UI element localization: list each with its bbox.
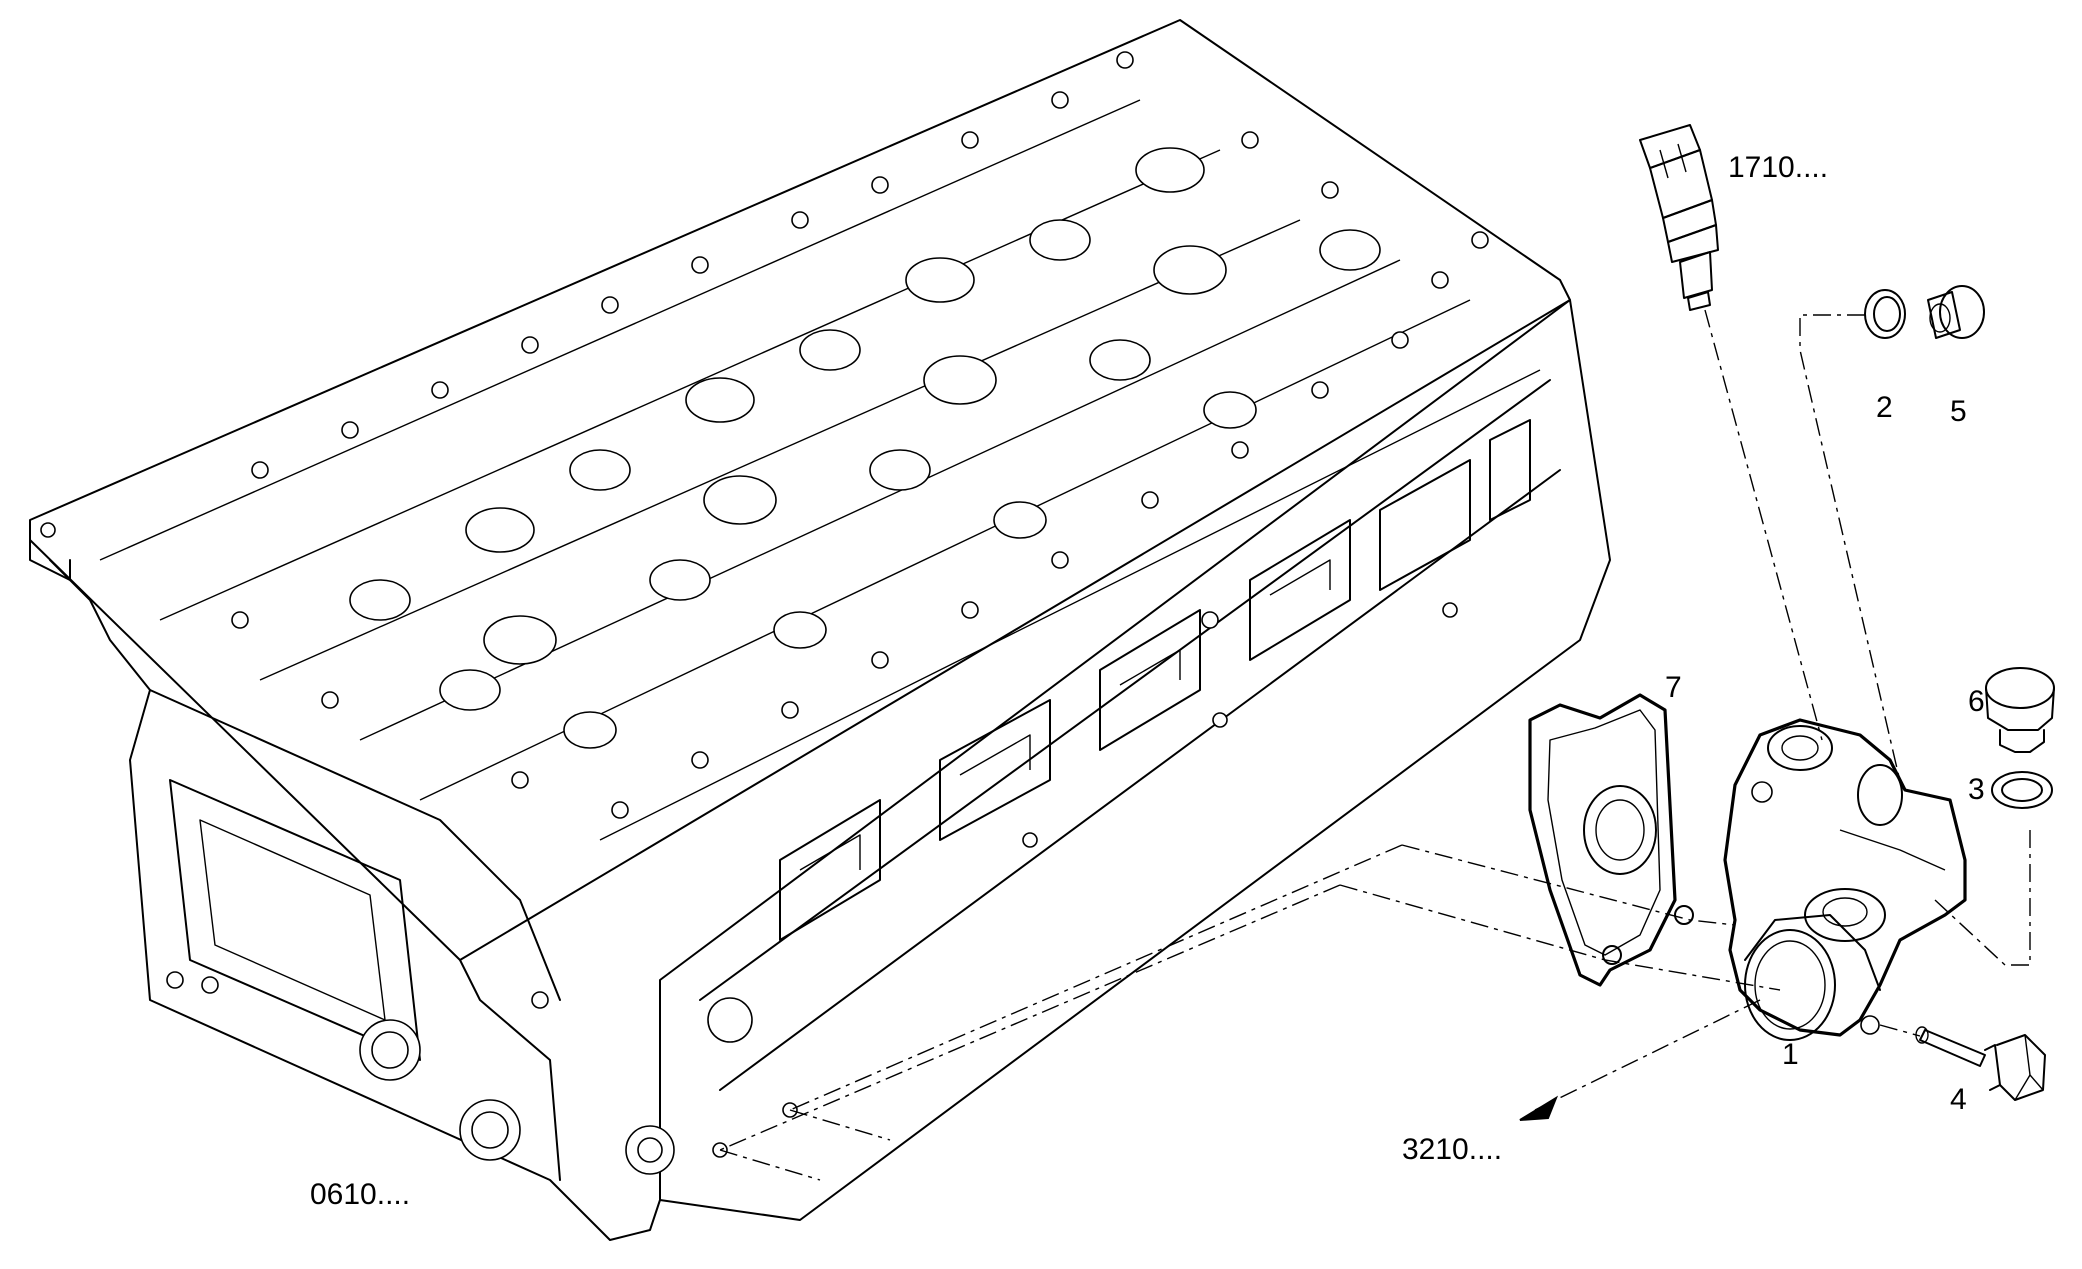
deck-bolt-holes: [231, 51, 1489, 848]
bolt: [1915, 1026, 2046, 1101]
plug-small: [1927, 285, 1985, 339]
side-ports: [779, 419, 1531, 941]
washer-small: [1864, 289, 1906, 339]
callout-bolt: 4: [1950, 1083, 1967, 1116]
callout-gasket: 7: [1665, 671, 1682, 704]
plug-large: [1985, 667, 2055, 753]
callout-washer-small: 2: [1876, 391, 1893, 424]
ref-sensor-group: 1710....: [1728, 151, 1829, 184]
callout-housing: 1: [1782, 1038, 1799, 1071]
arrow-icon: [1519, 1095, 1559, 1121]
temperature-sensor: [1639, 124, 1719, 311]
thermostat-housing: [1723, 718, 1967, 1041]
washer-large: [1991, 771, 2053, 809]
ref-cylinder-head-group: 0610....: [310, 1178, 411, 1211]
callout-plug-large: 6: [1968, 685, 1985, 718]
callout-washer-large: 3: [1968, 773, 1985, 806]
deck-bosses: [349, 147, 1381, 749]
assembly-lines: [719, 309, 2031, 1181]
gasket: [1528, 693, 1694, 987]
ref-hose-group: 3210....: [1402, 1133, 1503, 1166]
end-face-panel: [40, 522, 798, 1175]
callout-plug-small: 5: [1950, 395, 1967, 428]
cylinder-head: [29, 19, 1611, 1241]
